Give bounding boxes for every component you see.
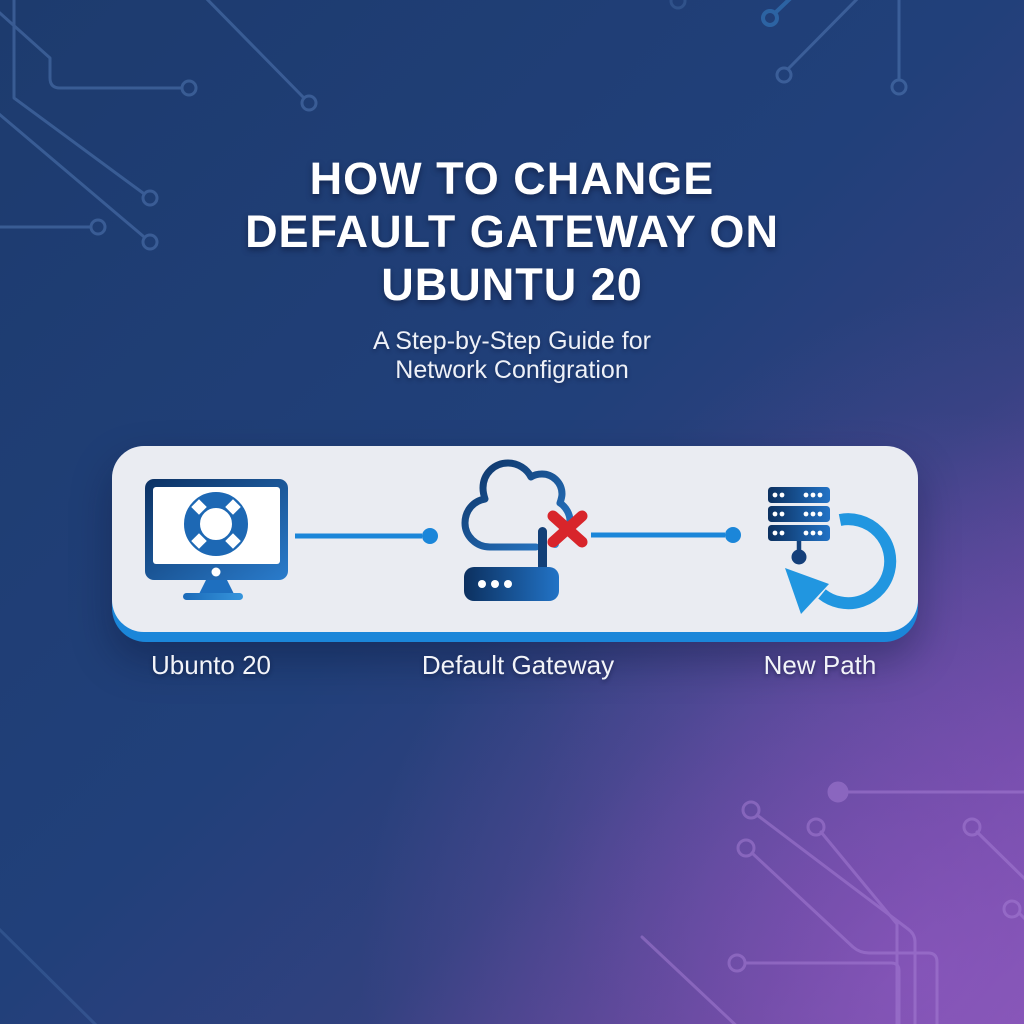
diagram-card — [112, 446, 918, 642]
title-line-2: DEFAULT GATEWAY ON — [245, 206, 779, 257]
subtitle-line-2: Network Configration — [395, 356, 629, 384]
step-label-ubuntu: Ubunto 20 — [151, 650, 271, 680]
header: HOW TO CHANGE DEFAULT GATEWAY ON UBUNTU … — [0, 152, 1024, 385]
step-label-new-path: New Path — [763, 650, 877, 680]
subtitle-line-1: A Step-by-Step Guide for — [373, 327, 651, 355]
diagram-card-surface — [112, 446, 918, 632]
step-label-default-gateway: Default Gateway — [421, 650, 615, 680]
circuit-traces-top-right — [669, 0, 908, 96]
title-line-3: UBUNTU 20 — [381, 259, 643, 310]
circuit-traces-bottom-right — [640, 781, 1024, 1024]
title-line-1: HOW TO CHANGE — [309, 153, 715, 204]
circuit-traces-top-left — [0, 0, 318, 1024]
page-subtitle: A Step-by-Step Guide for Network Configr… — [0, 327, 1024, 385]
page-title: HOW TO CHANGE DEFAULT GATEWAY ON UBUNTU … — [0, 152, 1024, 311]
